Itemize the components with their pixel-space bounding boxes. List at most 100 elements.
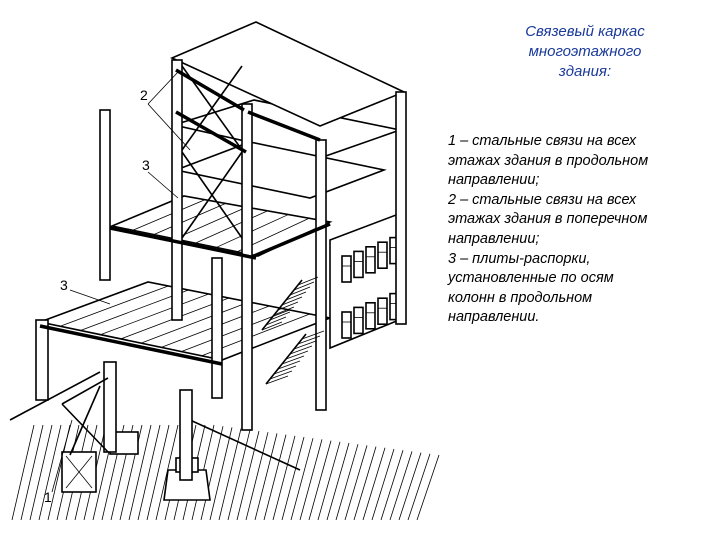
- drawing-stroke: [263, 434, 287, 521]
- window-row-lower: [341, 292, 400, 339]
- legend-line: этажах здания в продольном: [448, 152, 649, 169]
- drawing-stroke: [380, 450, 404, 521]
- longitudinal-bracing: [61, 377, 109, 456]
- window-pane: [365, 301, 376, 330]
- drawing-stroke: [254, 433, 278, 521]
- drawing-stroke: [277, 301, 299, 311]
- drawing-stroke: [20, 424, 44, 521]
- drawing-stroke: [195, 210, 268, 244]
- drawing-stroke: [265, 316, 287, 326]
- legend-line: 3 – плиты-распорки,: [448, 250, 591, 267]
- title-line: Связевый каркас: [525, 23, 645, 40]
- drawing-stroke: [371, 448, 395, 521]
- beams: [39, 68, 331, 366]
- callout-3-upper: 3: [142, 157, 150, 173]
- drawing-stroke: [317, 441, 341, 521]
- legend-text: 1 – стальные связи на всех этажах здания…: [448, 132, 716, 328]
- drawing-stroke: [301, 330, 325, 340]
- callout-3-lower: 3: [60, 277, 68, 293]
- drawing-stroke: [140, 301, 250, 344]
- drawing-stroke: [9, 371, 101, 421]
- drawing-stroke: [407, 453, 431, 521]
- drawing-stroke: [285, 350, 309, 360]
- drawing-stroke: [289, 286, 311, 296]
- drawing-stroke: [209, 427, 233, 521]
- drawing-stroke: [308, 440, 332, 521]
- legend-line: этажах здания в поперечном: [448, 211, 648, 228]
- drawing-stroke: [281, 436, 305, 521]
- drawing-stroke: [146, 424, 170, 521]
- legend-line: направлении;: [448, 172, 540, 189]
- drawing-stroke: [174, 206, 247, 240]
- legend-line: установленные по осям: [448, 270, 614, 287]
- drawing-stroke: [297, 276, 319, 286]
- drawing-stroke: [273, 306, 295, 316]
- callout-2: 2: [140, 87, 148, 103]
- drawing-stroke: [285, 291, 307, 301]
- foundation-left: [61, 451, 97, 493]
- drawing-stroke: [200, 426, 224, 521]
- drawing-stroke: [269, 311, 291, 321]
- roof-slab: [170, 21, 406, 127]
- title-line: многоэтажного: [528, 43, 642, 60]
- third-floor-slab: [173, 141, 387, 199]
- drawing-stroke: [189, 419, 301, 471]
- drawing-stroke: [293, 340, 317, 350]
- callout-leaders: [51, 71, 191, 493]
- drawing-stroke: [227, 429, 251, 521]
- drawing-stroke: [137, 424, 161, 521]
- drawing-stroke: [398, 452, 422, 521]
- drawing-stroke: [100, 293, 209, 336]
- drawing-stroke: [11, 424, 35, 521]
- transverse-bracing: [181, 65, 243, 239]
- drawing-stroke: [290, 438, 314, 521]
- staircase: [261, 276, 325, 385]
- drawing-stroke: [38, 424, 62, 521]
- drawing-stroke: [265, 333, 307, 385]
- drawing-stroke: [60, 285, 169, 327]
- window-pane: [341, 255, 352, 283]
- drawing-stroke: [297, 335, 321, 345]
- window-pane: [365, 246, 376, 274]
- drawing-stroke: [326, 442, 350, 521]
- drawing-stroke: [272, 435, 296, 521]
- drawing-stroke: [353, 446, 377, 521]
- drawing-stroke: [29, 424, 53, 521]
- drawing-stroke: [218, 428, 242, 521]
- drawing-stroke: [265, 375, 289, 385]
- window-pane: [377, 297, 388, 326]
- slab-joints: [132, 199, 310, 253]
- drawing-stroke: [289, 345, 313, 355]
- ground-floor-slab: [37, 281, 333, 361]
- drawing-stroke: [261, 279, 303, 331]
- drawing-stroke: [128, 424, 152, 521]
- legend-line: 2 – стальные связи на всех: [448, 191, 637, 208]
- drawing-stroke: [344, 445, 368, 521]
- building-frame-drawing: 2 3 3 1: [9, 21, 440, 521]
- drawing-stroke: [153, 203, 226, 235]
- drawing-stroke: [362, 447, 386, 521]
- drawing-stroke: [299, 439, 323, 521]
- title-line: здания:: [558, 63, 612, 80]
- drawing-stroke: [293, 281, 315, 291]
- page-title: Связевый каркас многоэтажного здания:: [470, 22, 700, 82]
- drawing-stroke: [132, 199, 206, 231]
- columns: [35, 59, 407, 481]
- legend-line: направлении;: [448, 230, 540, 247]
- window-pane: [353, 306, 364, 335]
- drawing-stroke: [281, 296, 303, 306]
- drawing-stroke: [416, 454, 440, 521]
- drawing-stroke: [335, 444, 359, 521]
- drawing-stroke: [261, 321, 283, 331]
- drawing-stroke: [389, 451, 413, 521]
- drawing-stroke: [281, 355, 305, 365]
- window-pane: [353, 250, 364, 279]
- drawing-stroke: [273, 365, 297, 375]
- second-floor-slab: [109, 195, 333, 257]
- drawing-stroke: [269, 370, 293, 380]
- legend-line: колонн в продольном: [448, 289, 593, 306]
- legend-line: 1 – стальные связи на всех: [448, 133, 637, 149]
- drawing-stroke: [245, 432, 269, 521]
- drawing-stroke: [236, 430, 260, 521]
- window-pane: [377, 241, 388, 269]
